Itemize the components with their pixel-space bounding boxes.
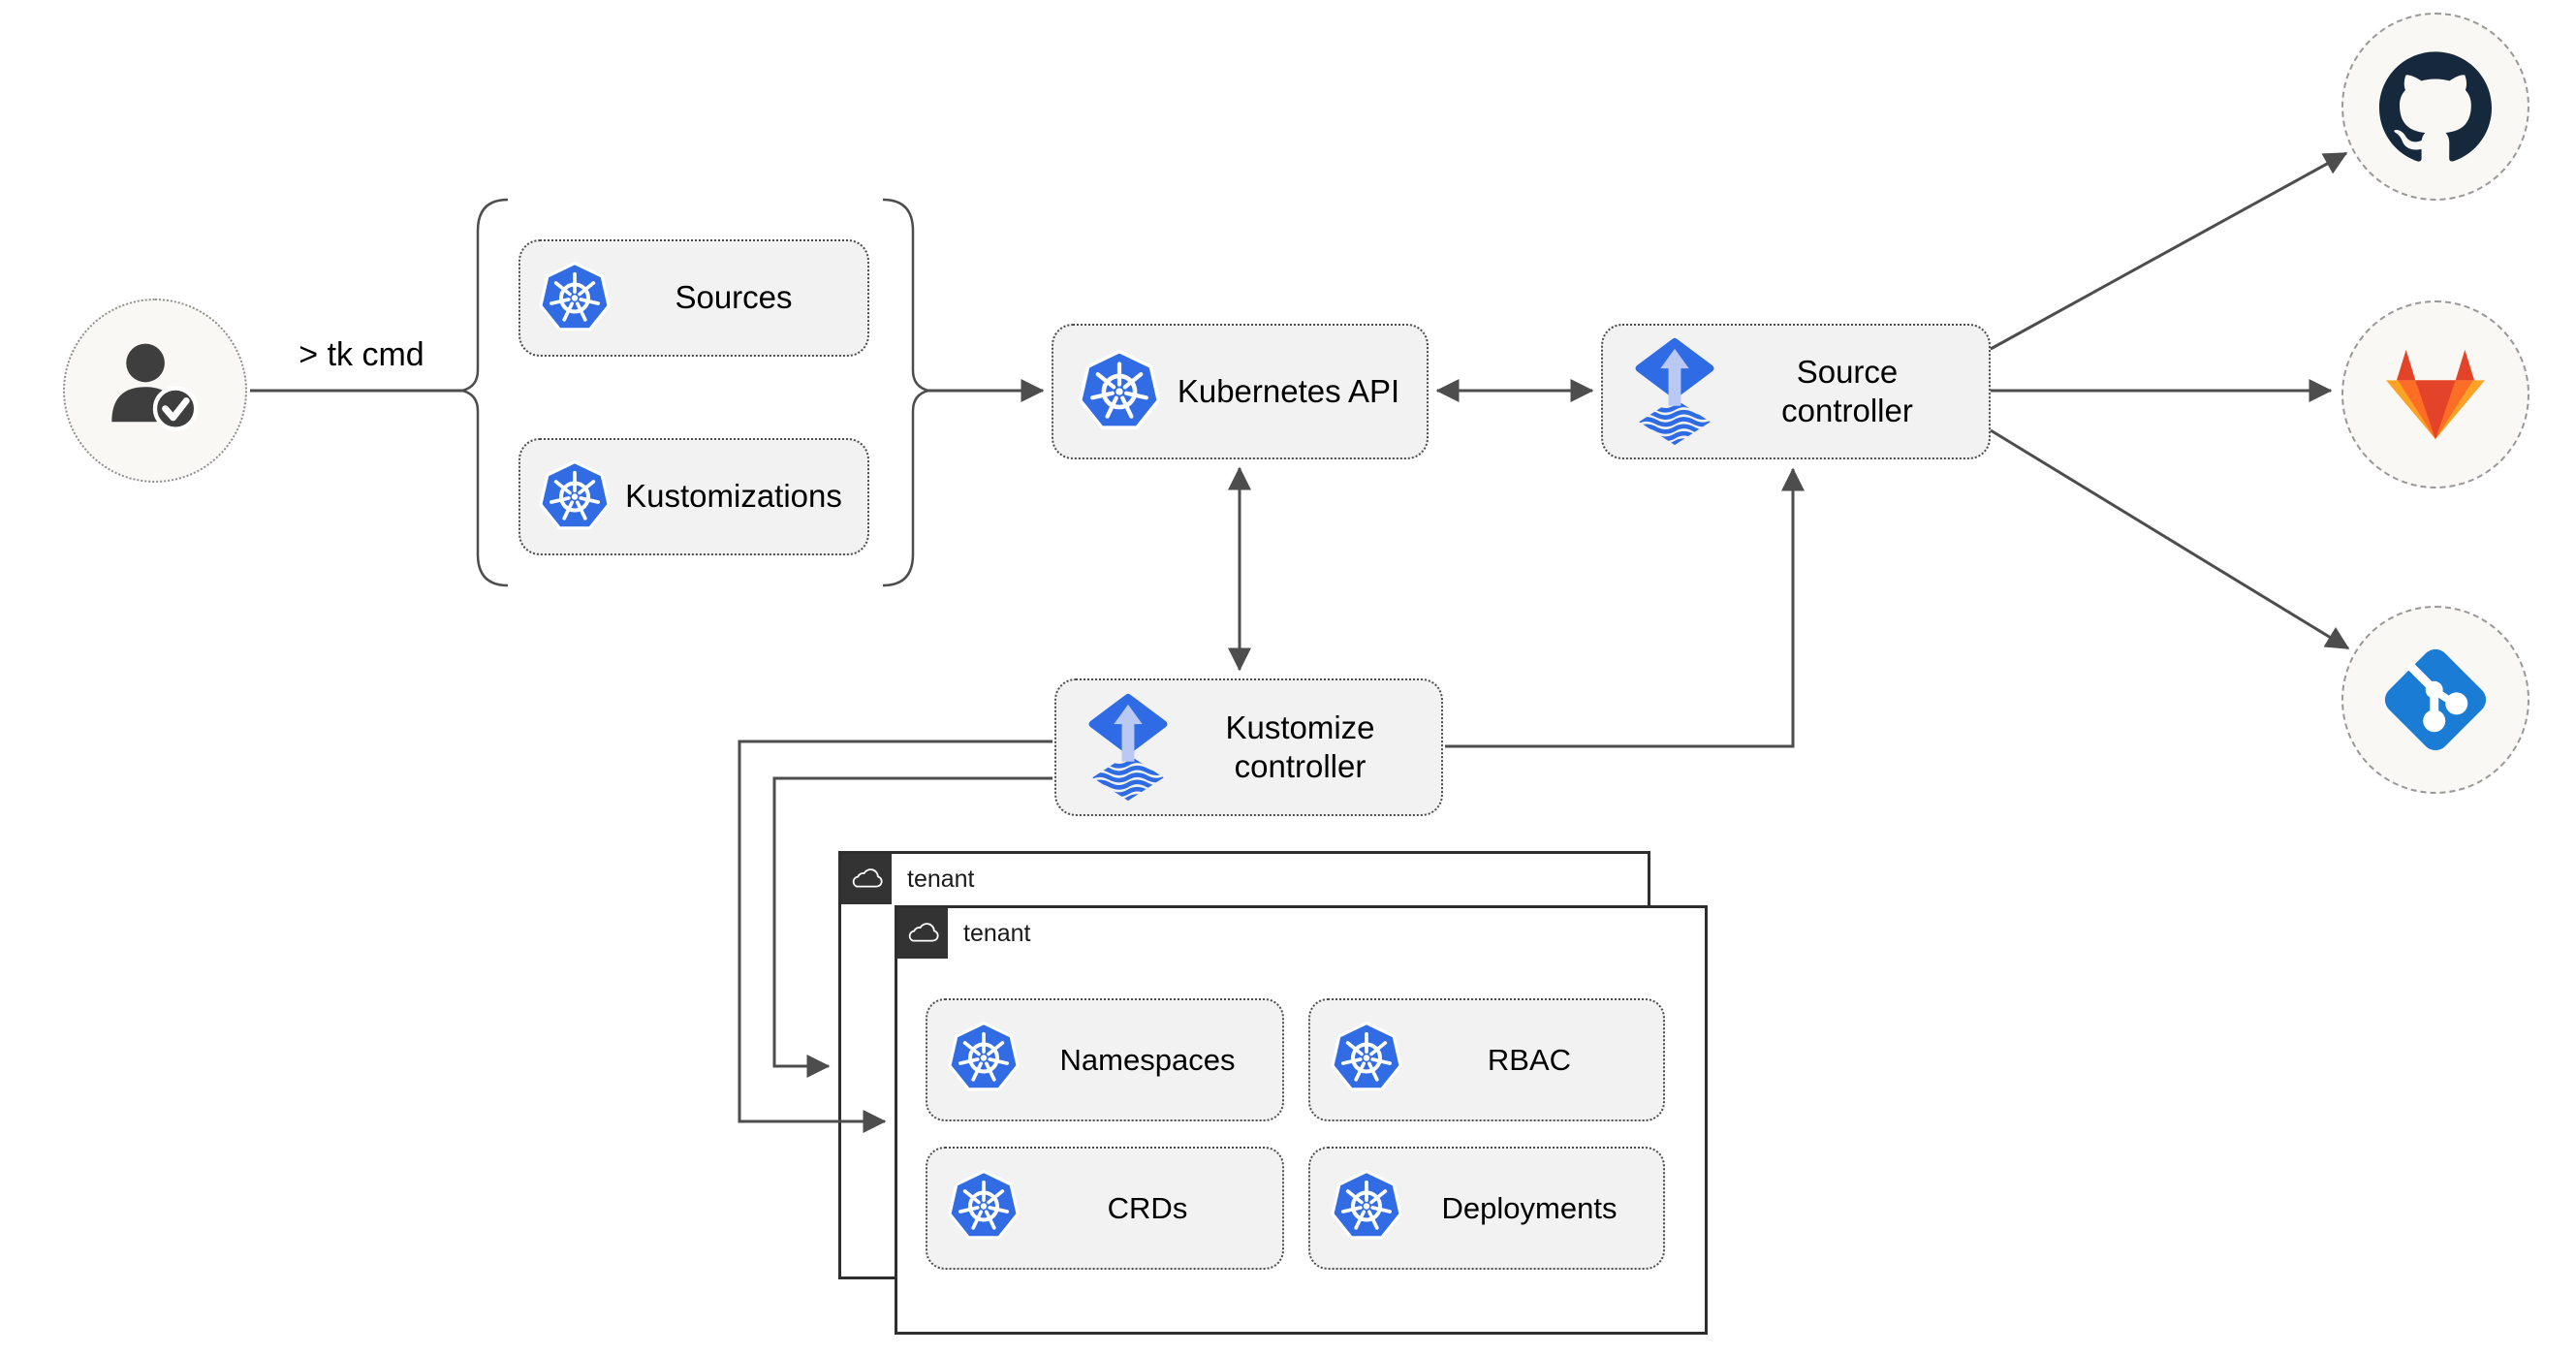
flux-icon xyxy=(1630,336,1719,447)
kubernetes-icon xyxy=(536,456,613,538)
cloud-icon xyxy=(848,867,885,893)
node-source-controller-label: Source controller xyxy=(1781,353,1913,428)
node-crds: CRDs xyxy=(926,1147,1284,1270)
kubernetes-icon xyxy=(945,1017,1022,1104)
node-sources: Sources xyxy=(518,239,869,357)
remote-gitlab xyxy=(2341,300,2529,488)
remote-git xyxy=(2341,606,2529,794)
node-deployments-label: Deployments xyxy=(1441,1190,1618,1225)
node-crds-label: CRDs xyxy=(1107,1190,1188,1225)
kubernetes-icon xyxy=(1328,1017,1405,1104)
user-avatar xyxy=(63,299,247,483)
node-namespaces-label: Namespaces xyxy=(1059,1042,1236,1077)
github-logo xyxy=(2379,50,2492,163)
tenant-back-label: tenant xyxy=(907,866,975,893)
tenant-back-tab xyxy=(841,854,892,904)
node-sources-label: Sources xyxy=(675,279,793,316)
node-source-controller: Source controller xyxy=(1601,324,1991,459)
tenant-window-front: tenant Namespaces RBAC CRDs Deployments xyxy=(895,905,1708,1335)
cloud-icon xyxy=(904,921,941,947)
node-deployments: Deployments xyxy=(1308,1147,1665,1270)
edge-kustomize-to-source-controller xyxy=(1445,467,1805,748)
remote-github xyxy=(2341,13,2529,201)
node-rbac: RBAC xyxy=(1308,998,1665,1121)
kubernetes-icon xyxy=(1075,344,1164,439)
node-namespaces: Namespaces xyxy=(926,998,1284,1121)
tenant-front-label: tenant xyxy=(963,920,1031,947)
kubernetes-icon xyxy=(945,1165,1022,1252)
group-brace-right xyxy=(882,198,929,587)
kubernetes-icon xyxy=(536,257,613,339)
group-brace-left xyxy=(461,198,509,587)
tenant-front-tab xyxy=(897,908,948,959)
edge-source-controller-to-github xyxy=(1990,151,2348,351)
node-kustomizations: Kustomizations xyxy=(518,438,869,555)
node-kubernetes-api: Kubernetes API xyxy=(1052,324,1429,459)
kubernetes-icon xyxy=(1328,1165,1405,1252)
edge-source-controller-to-git xyxy=(1990,428,2350,650)
tk-cmd-label: > tk cmd xyxy=(298,336,424,373)
node-kubernetes-api-label: Kubernetes API xyxy=(1177,372,1400,409)
user-check-icon xyxy=(95,331,215,451)
node-rbac-label: RBAC xyxy=(1487,1042,1572,1077)
node-kustomize-controller-label: Kustomize controller xyxy=(1225,709,1375,784)
gitlab-logo xyxy=(2376,345,2495,444)
flux-icon xyxy=(1084,692,1173,803)
git-logo xyxy=(2373,638,2497,762)
node-kustomize-controller: Kustomize controller xyxy=(1054,678,1443,816)
node-kustomizations-label: Kustomizations xyxy=(625,478,842,515)
